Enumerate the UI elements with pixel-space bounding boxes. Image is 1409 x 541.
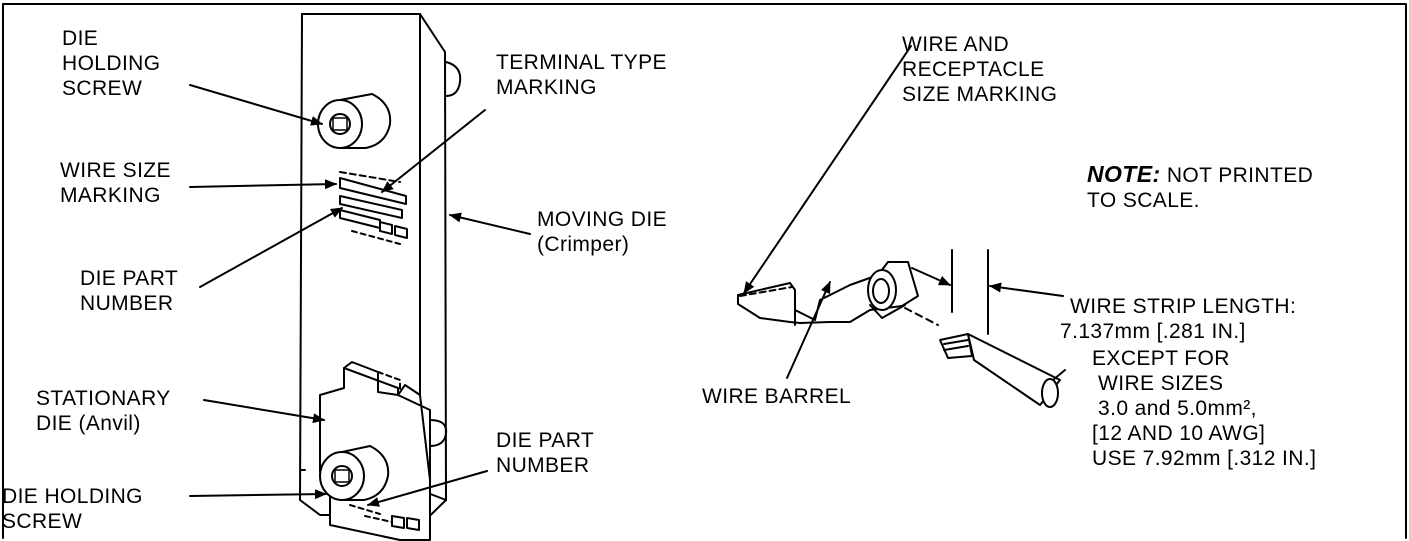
label-line: MARKING	[496, 76, 597, 99]
note-text-line: TO SCALE.	[1087, 189, 1200, 212]
note-text-line: NOT PRINTED	[1166, 164, 1314, 187]
frame-line	[2, 3, 1407, 539]
wire-barrel-label: WIRE BARREL	[702, 385, 852, 408]
label-line: MARKING	[60, 184, 161, 207]
label-line: USE 7.92mm [.312 IN.]	[1092, 447, 1317, 470]
label-line: WIRE SIZES	[1098, 372, 1224, 395]
label-line: (Crimper)	[537, 233, 630, 256]
label-line: DIE PART	[496, 429, 595, 452]
wire-strip-length-label: WIRE STRIP LENGTH:7.137mm [.281 IN.]	[1060, 294, 1296, 344]
label-line: WIRE SIZE	[60, 159, 171, 182]
label-line: [12 AND 10 AWG]	[1092, 422, 1266, 445]
leader-lines	[189, 45, 912, 507]
label-line: WIRE STRIP LENGTH:	[1070, 295, 1297, 318]
label-line: 3.0 and 5.0mm²,	[1098, 397, 1257, 420]
label-line: MOVING DIE	[537, 208, 668, 231]
terminal-drawing	[737, 261, 939, 326]
label-line: RECEPTACLE	[902, 58, 1045, 81]
label-line: DIE	[62, 27, 99, 50]
label-line: NUMBER	[80, 292, 174, 315]
label-line: SCREW	[62, 77, 143, 100]
note-heading: NOTE:	[1087, 161, 1161, 187]
label-line: DIE HOLDING	[2, 485, 143, 508]
label-line: EXCEPT FOR	[1092, 347, 1230, 370]
moving-die-label: MOVING DIE(Crimper)	[537, 207, 667, 257]
label-line: NUMBER	[496, 454, 590, 477]
label-line: DIE (Anvil)	[36, 412, 141, 435]
label-line: HOLDING	[62, 52, 161, 75]
label-line: STATIONARY	[36, 387, 171, 410]
note-line: NOTE: NOT PRINTED	[1087, 162, 1313, 188]
label-line: TERMINAL TYPE	[496, 51, 667, 74]
label-line: 7.137mm [.281 IN.]	[1060, 320, 1246, 343]
label-line: SIZE MARKING	[902, 83, 1058, 106]
label-line: WIRE AND	[902, 33, 1010, 56]
wire-drawing	[911, 249, 1066, 408]
label-line: SCREW	[2, 510, 83, 533]
label-line: DIE PART	[80, 267, 179, 290]
